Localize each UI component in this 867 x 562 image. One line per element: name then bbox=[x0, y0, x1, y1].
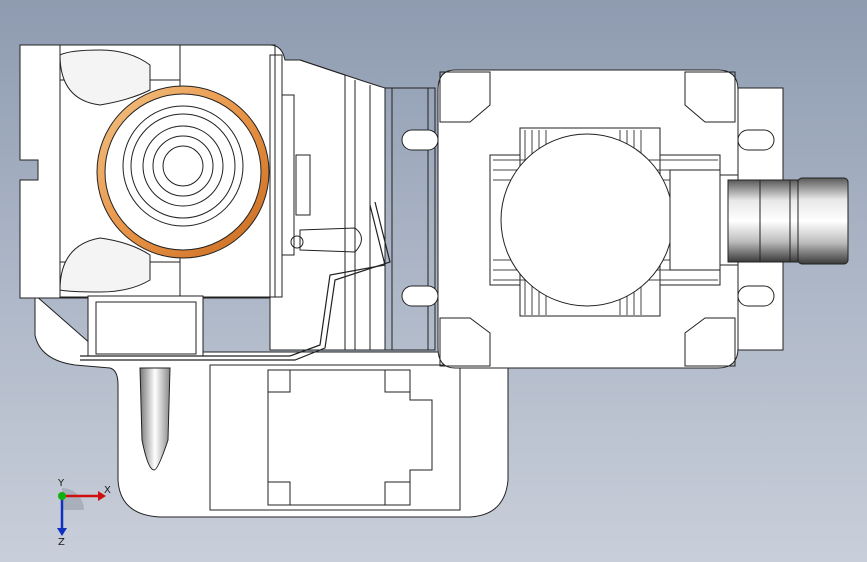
motor-plate bbox=[401, 69, 784, 369]
dowel-pin bbox=[139, 367, 171, 471]
block-details bbox=[59, 44, 461, 511]
y-axis-label: Y bbox=[57, 478, 65, 489]
x-axis-label: X bbox=[104, 485, 111, 496]
y-axis-dot-icon bbox=[58, 492, 66, 500]
bore-ring bbox=[96, 85, 270, 259]
output-shaft bbox=[719, 174, 849, 266]
axis-triad: X Y Z bbox=[57, 478, 111, 548]
z-axis-label: Z bbox=[58, 537, 65, 548]
